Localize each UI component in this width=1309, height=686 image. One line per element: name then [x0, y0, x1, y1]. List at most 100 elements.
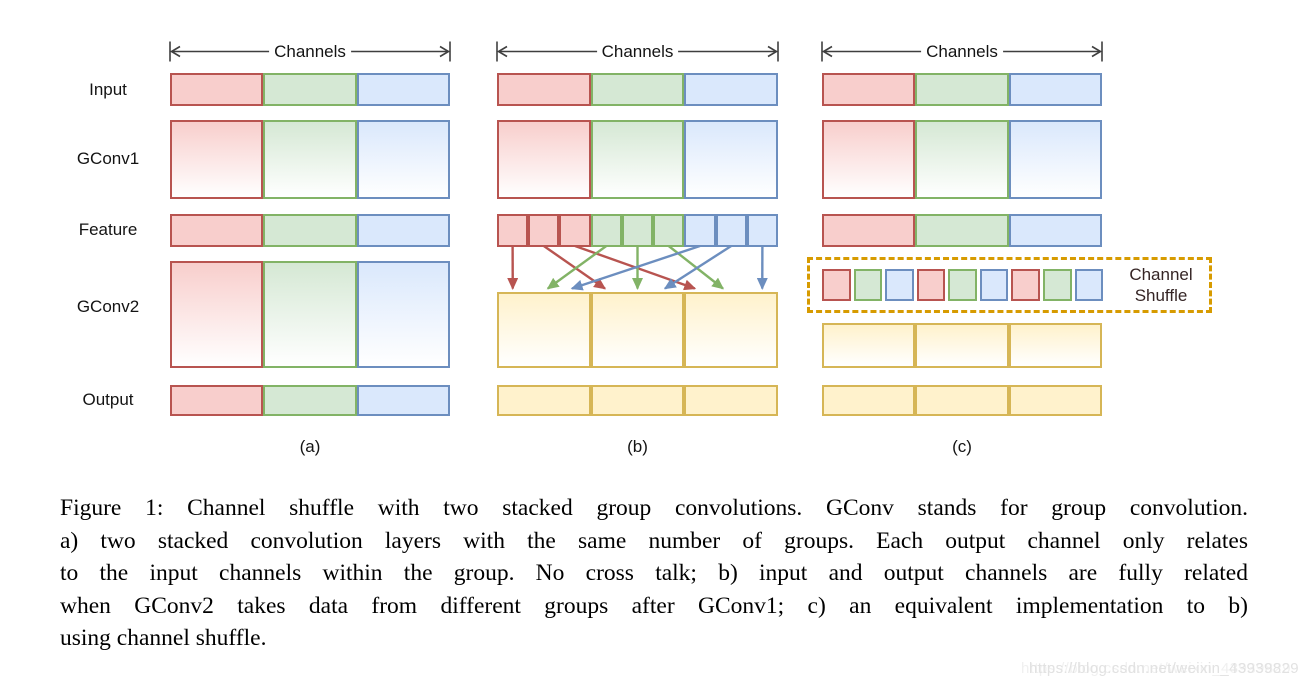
caption-line-2: a) two stacked convolution layers with t…: [60, 527, 1248, 554]
channel-group-blue: [1008, 120, 1102, 199]
channel-group-green: [590, 214, 622, 247]
channel-group-yellow: [497, 385, 591, 416]
panel-0-gconv2-row: [170, 261, 450, 368]
channel-group-red: [559, 214, 591, 247]
channel-shuffle-label-line1: Channel: [1129, 265, 1193, 284]
channel-group-blue: [746, 214, 778, 247]
panel-0-gconv1-row: [170, 120, 450, 199]
channel-group-green: [915, 214, 1009, 247]
channel-group-green: [621, 214, 654, 247]
panel-2-gconv2-row: [822, 323, 1102, 368]
channel-group-red: [170, 385, 264, 416]
shuffled-channel-green: [948, 269, 977, 301]
channel-group-blue: [356, 261, 450, 368]
channel-group-green: [653, 214, 685, 247]
channel-group-green: [590, 73, 685, 106]
channel-group-blue: [684, 73, 779, 106]
channel-group-blue: [1008, 73, 1102, 106]
caption-line-4: when GConv2 takes data from different gr…: [60, 592, 1248, 619]
channel-group-yellow: [590, 385, 685, 416]
channel-group-green: [590, 120, 685, 199]
channel-group-red: [822, 73, 916, 106]
row-label-gconv1: GConv1: [76, 149, 140, 168]
channels-label: Channels: [596, 42, 679, 62]
channel-shuffle-label-line2: Shuffle: [1134, 286, 1188, 305]
channel-group-red: [497, 120, 591, 199]
channel-group-green: [915, 73, 1009, 106]
watermark-url: https://blog.csdn.net/weixin_43939829: [1029, 660, 1299, 677]
shuffled-channel-blue: [885, 269, 914, 301]
channel-group-yellow: [590, 292, 685, 368]
channel-group-red: [170, 120, 264, 199]
channel-group-red: [497, 214, 529, 247]
channel-group-red: [497, 73, 591, 106]
panel-1-feature-cells: [497, 214, 778, 247]
row-label-gconv2: GConv2: [76, 297, 140, 316]
panel-1-gconv2-row: [497, 292, 779, 368]
channel-group-yellow: [822, 323, 916, 368]
shuffled-channel-red: [1011, 269, 1040, 301]
channel-group-blue: [356, 73, 450, 106]
channel-group-blue: [356, 385, 450, 416]
channel-group-yellow: [822, 385, 916, 416]
shuffled-channel-red: [916, 269, 946, 301]
channel-group-blue: [356, 214, 450, 247]
row-label-input: Input: [89, 79, 127, 99]
channel-group-yellow: [1008, 323, 1102, 368]
channel-group-red: [822, 214, 916, 247]
figure-caption: Figure 1: Channel shuffle with two stack…: [60, 492, 1248, 655]
channel-group-blue: [684, 214, 716, 247]
channel-group-yellow: [1008, 385, 1102, 416]
panel-2-output-row: [822, 385, 1102, 416]
caption-line-1: Figure 1: Channel shuffle with two stack…: [60, 495, 1248, 521]
channel-group-red: [170, 73, 264, 106]
shuffled-channel-blue: [979, 269, 1009, 301]
channel-group-green: [263, 385, 357, 416]
channel-group-yellow: [915, 323, 1009, 368]
shuffled-channel-blue: [1074, 269, 1104, 301]
caption-line-5: using channel shuffle.: [60, 625, 267, 652]
channel-group-red: [528, 214, 560, 247]
channel-group-blue: [356, 120, 450, 199]
panel-2-feature-row: [822, 214, 1102, 247]
channel-group-green: [263, 261, 357, 368]
channel-group-blue: [715, 214, 747, 247]
channel-group-yellow: [684, 292, 779, 368]
channel-group-yellow: [915, 385, 1009, 416]
panel-1-input-row: [497, 73, 779, 106]
panel-letter-1: (b): [627, 437, 648, 456]
channel-group-red: [170, 214, 264, 247]
panel-2-input-row: [822, 73, 1102, 106]
panel-0-input-row: [170, 73, 450, 106]
caption-line-3: to the input channels within the group. …: [60, 560, 1248, 587]
shuffled-channel-red: [822, 269, 851, 301]
channel-shuffle-cells: [822, 269, 1104, 301]
row-label-feature: Feature: [78, 220, 138, 239]
crossing-arrows: [507, 244, 768, 291]
channel-group-red: [822, 120, 916, 199]
channel-group-red: [170, 261, 264, 368]
panel-0-feature-row: [170, 214, 450, 247]
panel-letter-0: (a): [299, 437, 321, 456]
channel-group-green: [915, 120, 1009, 199]
channel-group-green: [263, 73, 357, 106]
channel-group-green: [263, 214, 357, 247]
panel-letter-2: (c): [952, 437, 972, 456]
channel-group-green: [263, 120, 357, 199]
channels-label: Channels: [921, 42, 1003, 62]
channels-label: Channels: [269, 42, 351, 62]
channel-group-blue: [684, 120, 779, 199]
channel-group-yellow: [684, 385, 779, 416]
panel-2-gconv1-row: [822, 120, 1102, 199]
panel-0-output-row: [170, 385, 450, 416]
panel-1-gconv1-row: [497, 120, 779, 199]
channel-group-yellow: [497, 292, 591, 368]
channel-group-blue: [1008, 214, 1102, 247]
shuffled-channel-green: [853, 269, 883, 301]
panel-1-output-row: [497, 385, 779, 416]
row-label-output: Output: [82, 390, 134, 409]
shuffled-channel-green: [1042, 269, 1072, 301]
